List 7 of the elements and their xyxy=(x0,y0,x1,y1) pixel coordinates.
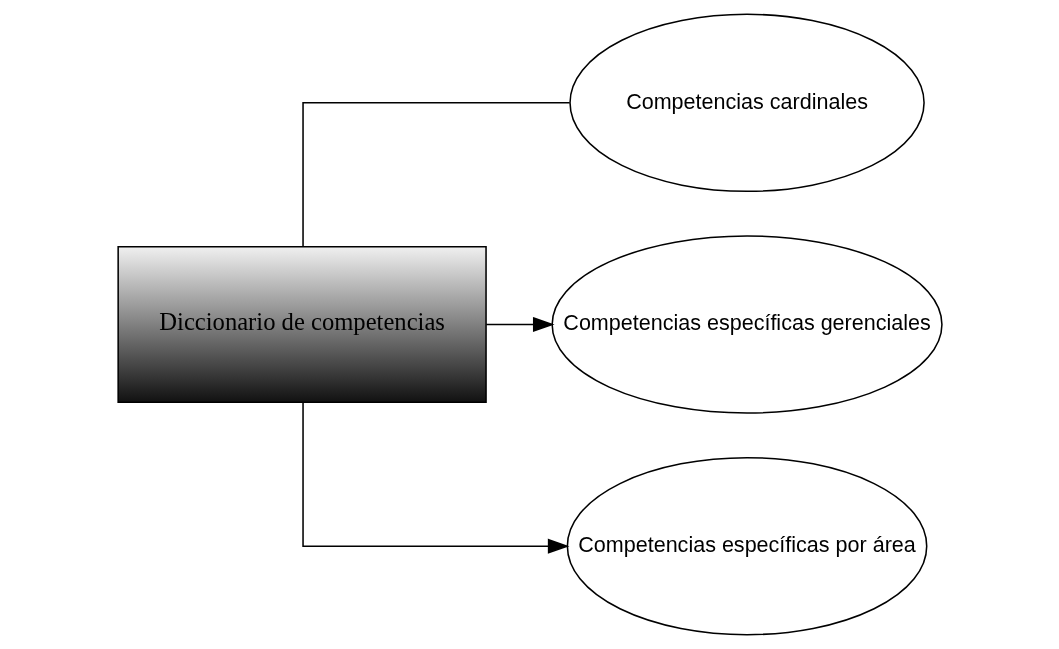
node-box: Diccionario de competencias xyxy=(116,246,487,403)
node-ellipse: Competencias específicas por área xyxy=(566,456,927,636)
arrow xyxy=(301,401,569,554)
node-ellipse: Competencias específicas gerenciales xyxy=(550,235,943,414)
arrow xyxy=(485,316,555,333)
connector xyxy=(301,102,570,248)
node-ellipse: Competencias cardinales xyxy=(568,13,925,193)
